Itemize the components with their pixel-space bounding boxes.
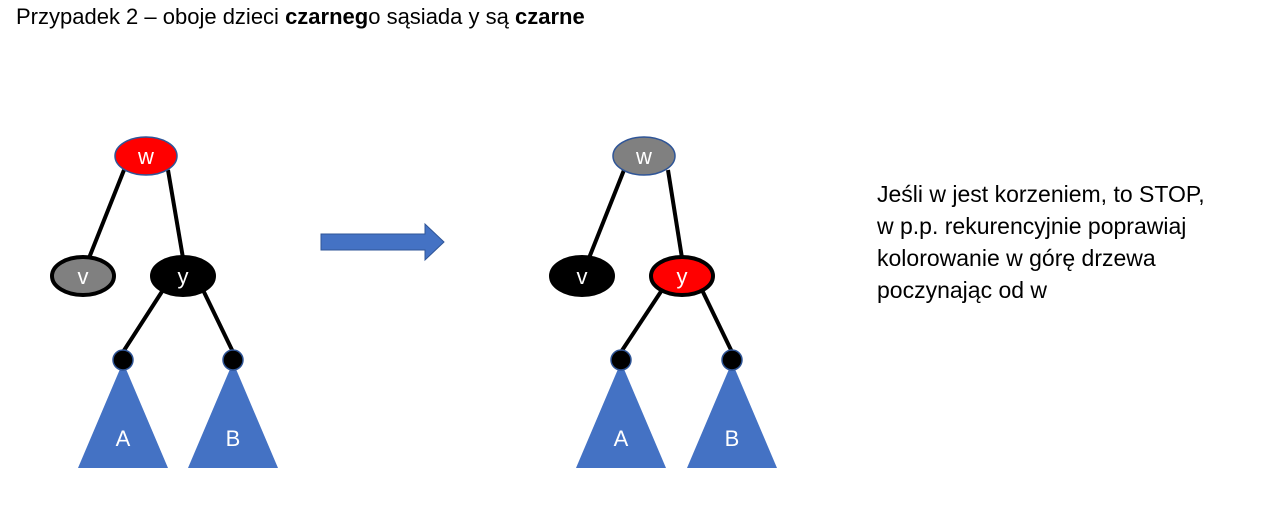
title-bold-1: czarneg [285, 4, 369, 29]
subtree-a-after-label: A [614, 426, 629, 451]
tree-after: A B w v y [549, 136, 777, 468]
node-y-after [649, 255, 715, 297]
explanation-line: poczynając od w [877, 277, 1048, 303]
subtree-b-label: B [226, 426, 241, 451]
explanation-text: Jeśli w jest korzeniem, to STOP, w p.p. … [877, 178, 1257, 306]
node-w-after [612, 136, 676, 176]
edge-w-v [87, 169, 126, 259]
edge-w-y-after [666, 169, 684, 259]
node-w-after-label: w [635, 144, 652, 169]
node-w-before-label: w [137, 144, 154, 169]
node-v-after [549, 255, 615, 297]
subtree-a-after-root-dot [610, 349, 632, 371]
explanation-line: Jeśli w jest korzeniem, to STOP, [877, 181, 1205, 207]
tree-before: A B w v y [50, 136, 278, 468]
node-y-after-label: y [677, 264, 688, 289]
subtree-a-label: A [116, 426, 131, 451]
node-y-before [150, 255, 216, 297]
node-v-before-label: v [78, 264, 89, 289]
subtree-a-root-dot [112, 349, 134, 371]
subtree-b-after-root-dot [721, 349, 743, 371]
edge-y-b [201, 289, 235, 353]
subtree-a-after-triangle [576, 362, 666, 468]
explanation-line: w p.p. rekurencyjnie poprawiaj [877, 213, 1187, 239]
subtree-a-triangle [78, 362, 168, 468]
edge-w-v-after [587, 169, 626, 259]
subtree-b-after-triangle [687, 362, 777, 468]
node-v-before [50, 255, 116, 297]
title-part-2: o sąsiada y są [368, 4, 515, 29]
title-part-1: Przypadek 2 – oboje dzieci [16, 4, 286, 29]
title-bold-2: czarne [514, 4, 585, 29]
page-title: Przypadek 2 – oboje dzieci czarnego sąsi… [16, 4, 585, 30]
edge-y-a-after [619, 288, 664, 354]
transition-arrow [320, 222, 445, 262]
node-y-before-label: y [178, 264, 189, 289]
subtree-b-root-dot [222, 349, 244, 371]
edge-w-y [166, 169, 185, 259]
node-w-before [114, 136, 178, 176]
edge-y-b-after [700, 289, 734, 353]
explanation-line: kolorowanie w górę drzewa [877, 245, 1156, 271]
edge-y-a [121, 288, 165, 354]
node-v-after-label: v [577, 264, 588, 289]
subtree-b-after-label: B [725, 426, 740, 451]
subtree-b-triangle [188, 362, 278, 468]
